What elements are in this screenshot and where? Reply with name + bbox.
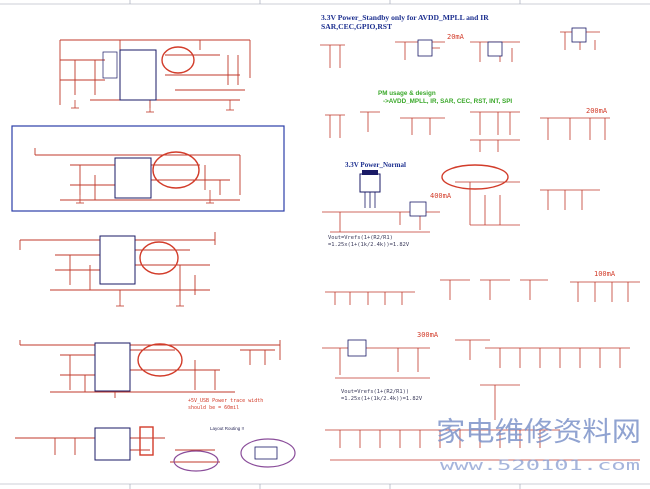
highlight-ellipse-2 (152, 151, 200, 189)
current-label-200ma: 200mA (586, 107, 608, 115)
ground-symbols-3 (116, 300, 184, 307)
current-label-100ma: 100mA (594, 270, 616, 278)
watermark: 家电维修资料网 www.520101.com (436, 417, 641, 474)
switch-ic (94, 427, 131, 461)
formula-2b: =1.25x(1+(1k/2.4k))=1.82V (341, 396, 423, 402)
watermark-url: www.520101.com (440, 458, 640, 474)
highlight-box-block-2 (11, 125, 285, 212)
pm-usage-line1: PM usage & design (378, 90, 436, 97)
highlight-ellipse-1 (161, 46, 195, 74)
highlight-box-connector (139, 426, 154, 456)
regulator-to220 (359, 170, 381, 208)
highlight-ellipse-6 (240, 438, 296, 468)
buck-ic-1 (102, 49, 157, 101)
decoupling-circuits (325, 189, 640, 305)
current-label-20ma: 20mA (447, 33, 465, 41)
current-label-300ma: 300mA (417, 331, 439, 339)
layout-note: Layout Routing !! (210, 426, 244, 431)
buck-ic-3 (99, 235, 136, 285)
buck-converter-block-4 (19, 340, 281, 398)
bottom-decoupling-rows (325, 384, 640, 461)
lower-ldo-ic (347, 339, 367, 357)
usb-note-line1: +5V_USB Power trace width (188, 398, 263, 404)
standby-title-line2: SAR,CEC,GPIO,RST (321, 22, 392, 31)
standby-ldo-ics (417, 27, 587, 57)
watermark-logo-text: 家电维修资料网 (436, 417, 641, 448)
normal-ldo-ic (409, 201, 427, 217)
normal-title: 3.3V Power_Normal (345, 161, 406, 169)
pm-usage-line2: ->AVDD_MPLL, IR, SAR, CEC, RST, INT, SPI (383, 98, 512, 105)
pm-supply-circuits (325, 111, 610, 152)
ground-symbols-1 (71, 100, 234, 113)
highlight-ellipse-400ma (441, 164, 509, 190)
formula-2a: Vout=Vrefs(1+(R2/R1)) (341, 389, 409, 395)
usb-note-line2: should be = 60mil (188, 405, 239, 411)
buck-ic-4 (94, 342, 131, 392)
current-label-400ma: 400mA (430, 192, 452, 200)
buck-ic-2 (114, 157, 152, 199)
bottom-switch-block (15, 437, 220, 463)
highlight-ellipse-5 (173, 450, 219, 472)
ground-symbols-2 (76, 190, 214, 204)
formula-1a: Vout=Vrefs(1+(R2/R1) (328, 235, 393, 241)
formula-1b: =1.25x(1+(1k/2.4k))=1.82V (328, 242, 410, 248)
highlight-ellipse-3 (139, 241, 179, 275)
lower-ldo-circuit (322, 339, 630, 379)
net-label-block (254, 446, 278, 460)
normal-ldo-circuit (322, 181, 520, 233)
highlight-ellipse-4 (137, 343, 183, 377)
standby-title-line1: 3.3V Power_Standby only for AVDD_MPLL an… (321, 13, 489, 22)
